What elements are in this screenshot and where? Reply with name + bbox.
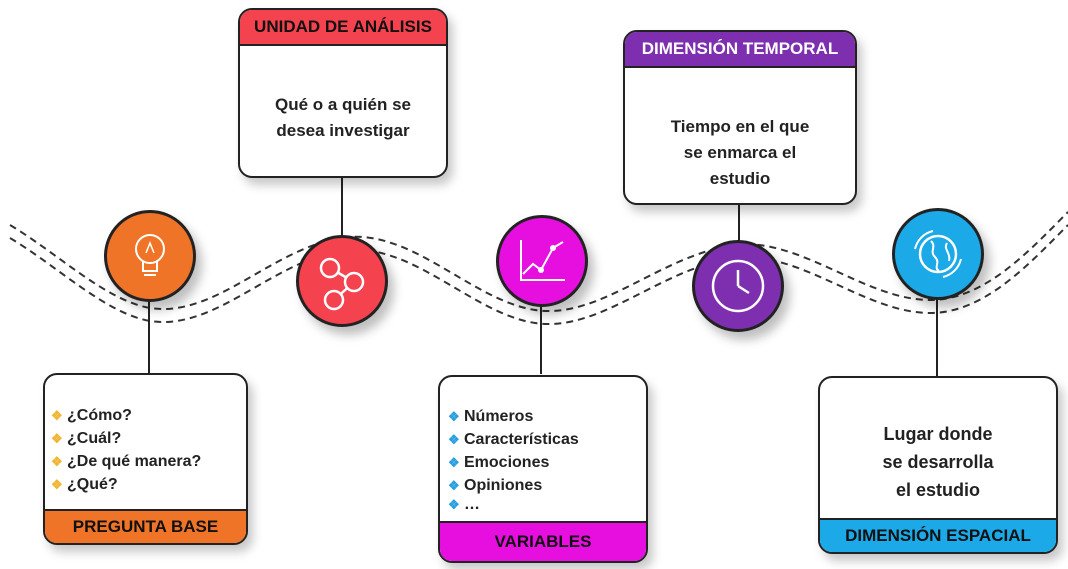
list-item: ❖Características xyxy=(448,428,579,451)
list-item: ❖¿Qué? xyxy=(51,473,201,496)
card-description: Tiempo en el que se enmarca el estudio xyxy=(670,117,810,188)
stem-temporal xyxy=(738,203,740,245)
molecule-icon xyxy=(319,257,365,311)
node-unidad-analisis xyxy=(296,235,388,327)
diamond-bullet-icon: ❖ xyxy=(448,455,460,470)
list-item: ❖… xyxy=(448,496,480,513)
stem-unidad xyxy=(341,178,343,238)
diamond-bullet-icon: ❖ xyxy=(448,478,460,493)
card-dimension-espacial: Lugar donde se desarrolla el estudio DIM… xyxy=(818,376,1058,554)
list-item: ❖¿Cómo? xyxy=(51,404,201,427)
diamond-bullet-icon: ❖ xyxy=(448,409,460,424)
node-pregunta-base xyxy=(104,210,196,302)
list-item: ❖Opiniones xyxy=(448,474,579,497)
diamond-bullet-icon: ❖ xyxy=(51,431,63,446)
lightbulb-icon xyxy=(135,234,165,276)
diamond-bullet-icon: ❖ xyxy=(51,454,63,469)
diamond-bullet-icon: ❖ xyxy=(448,497,460,512)
list-item: ❖Números xyxy=(448,405,579,428)
card-title: VARIABLES xyxy=(440,521,646,561)
card-title: PREGUNTA BASE xyxy=(45,509,246,543)
card-description: Lugar donde se desarrolla el estudio xyxy=(882,424,994,500)
card-variables: ❖Números ❖Características ❖Emociones ❖Op… xyxy=(438,375,648,563)
list-item: ❖Emociones xyxy=(448,451,579,474)
list-item: ❖¿Cuál? xyxy=(51,427,201,450)
card-pregunta-base: ❖¿Cómo? ❖¿Cuál? ❖¿De qué manera? ❖¿Qué? … xyxy=(43,373,248,545)
diamond-bullet-icon: ❖ xyxy=(448,432,460,447)
line-chart-icon xyxy=(520,240,565,281)
stem-espacial xyxy=(936,298,938,378)
card-unidad-analisis: UNIDAD DE ANÁLISIS Qué o a quién se dese… xyxy=(238,8,448,178)
card-title: DIMENSIÓN TEMPORAL xyxy=(625,32,855,68)
variables-list: ❖Números ❖Características ❖Emociones ❖Op… xyxy=(448,405,579,513)
node-dimension-temporal xyxy=(692,240,784,332)
globe-icon xyxy=(914,230,962,278)
card-dimension-temporal: DIMENSIÓN TEMPORAL Tiempo en el que se e… xyxy=(623,30,857,205)
list-item: ❖¿De qué manera? xyxy=(51,450,201,473)
card-title: UNIDAD DE ANÁLISIS xyxy=(240,10,446,46)
stem-pregunta xyxy=(148,300,150,373)
node-variables xyxy=(496,215,588,307)
card-title: DIMENSIÓN ESPACIAL xyxy=(820,518,1056,552)
card-description: Qué o a quién se desea investigar xyxy=(274,95,412,140)
diamond-bullet-icon: ❖ xyxy=(51,477,63,492)
clock-icon xyxy=(711,259,765,313)
diamond-bullet-icon: ❖ xyxy=(51,408,63,423)
pregunta-list: ❖¿Cómo? ❖¿Cuál? ❖¿De qué manera? ❖¿Qué? xyxy=(51,404,201,496)
node-dimension-espacial xyxy=(892,208,984,300)
stem-variables xyxy=(540,306,542,374)
